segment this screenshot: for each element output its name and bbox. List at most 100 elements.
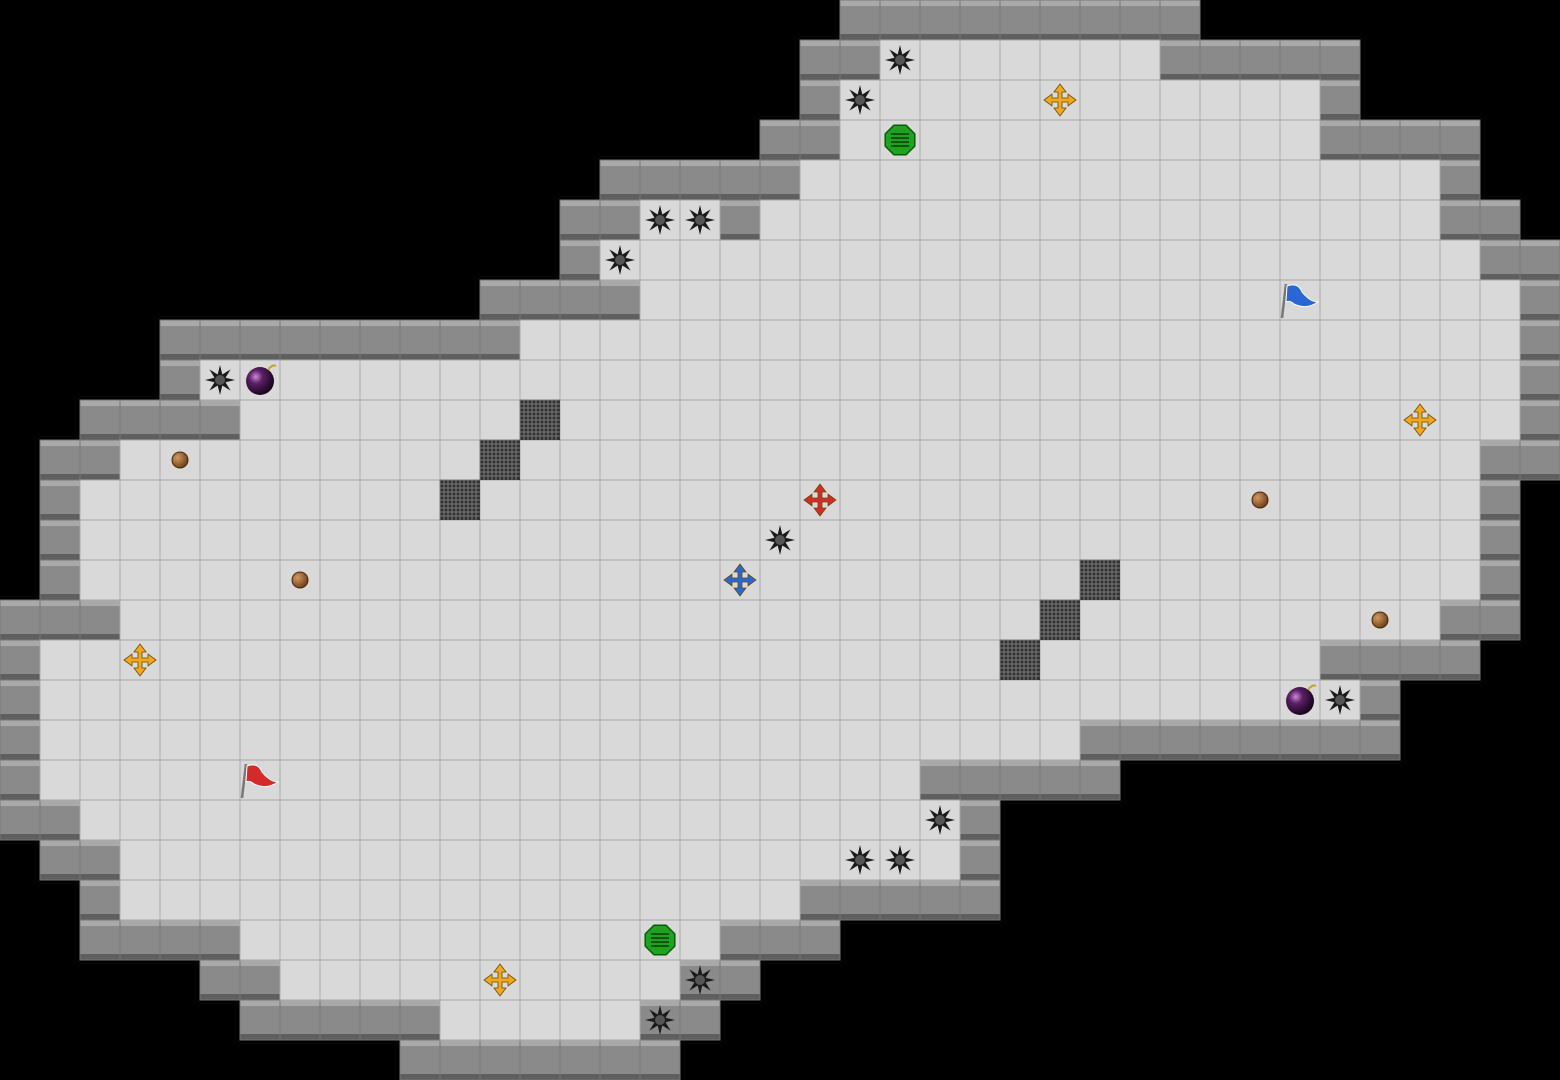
wall-tile [919,0,961,41]
floor-tile [879,439,921,481]
floor-tile [239,599,281,641]
floor-tile [359,839,401,881]
floor-tile [759,759,801,801]
floor-tile [479,679,521,721]
mine-icon [685,965,715,995]
floor-tile [199,519,241,561]
floor-tile [1439,439,1481,481]
wall-tile [0,639,41,681]
floor-tile [919,719,961,761]
floor-tile [119,799,161,841]
floor-tile [759,359,801,401]
floor-tile [1039,319,1081,361]
wall-tile [1319,119,1361,161]
wall-tile [679,999,721,1041]
blue-flag-icon [1280,283,1320,319]
wall-tile [719,919,761,961]
floor-tile [1279,159,1321,201]
floor-tile [1199,79,1241,121]
floor-tile [1439,559,1481,601]
blue-boost-icon [723,563,757,597]
floor-tile [1399,359,1441,401]
floor-tile [159,759,201,801]
wall-tile [439,319,481,361]
floor-tile [599,479,641,521]
wall-tile [1239,39,1281,81]
floor-tile [719,759,761,801]
floor-tile [919,399,961,441]
floor-tile [719,479,761,521]
floor-tile [1039,719,1081,761]
floor-tile [1119,519,1161,561]
mine-icon [605,245,635,275]
floor-tile [279,639,321,681]
floor-tile [1079,679,1121,721]
wall-tile [399,319,441,361]
floor-tile [1359,279,1401,321]
floor-tile [1439,519,1481,561]
floor-tile [799,519,841,561]
floor-tile [1439,399,1481,441]
floor-tile [159,479,201,521]
floor-tile [1119,439,1161,481]
floor-tile [599,399,641,441]
floor-tile [919,639,961,681]
wall-tile [799,79,841,121]
floor-tile [359,479,401,521]
pellet-icon [1251,491,1269,509]
wall-tile [799,39,841,81]
wall-tile [559,279,601,321]
floor-tile [1199,319,1241,361]
floor-tile [639,599,681,641]
floor-tile [439,959,481,1001]
floor-tile [479,999,521,1041]
floor-tile [1359,159,1401,201]
floor-tile [1239,359,1281,401]
floor-tile [879,159,921,201]
floor-tile [1039,679,1081,721]
floor-tile [319,959,361,1001]
wall-tile [599,199,641,241]
floor-tile [839,639,881,681]
floor-tile [279,519,321,561]
floor-tile [1359,559,1401,601]
floor-tile [959,359,1001,401]
red-boost-icon [803,483,837,517]
floor-tile [319,519,361,561]
floor-tile [1119,239,1161,281]
floor-tile [1319,479,1361,521]
floor-tile [1279,319,1321,361]
floor-tile [999,279,1041,321]
wall-tile [1359,119,1401,161]
floor-tile [1159,519,1201,561]
floor-tile [1399,519,1441,561]
floor-tile [879,479,921,521]
floor-tile [919,239,961,281]
floor-tile [1159,479,1201,521]
floor-tile [559,839,601,881]
wall-tile [759,159,801,201]
floor-tile [1359,239,1401,281]
floor-tile [1079,159,1121,201]
floor-tile [759,839,801,881]
floor-tile [1039,239,1081,281]
floor-tile [1439,359,1481,401]
floor-tile [559,599,601,641]
floor-tile [919,279,961,321]
floor-tile [1079,399,1121,441]
floor-tile [559,319,601,361]
floor-tile [639,639,681,681]
floor-tile [919,679,961,721]
floor-tile [519,559,561,601]
floor-tile [639,679,681,721]
floor-tile [199,599,241,641]
floor-tile [1039,639,1081,681]
floor-tile [359,439,401,481]
floor-tile [719,359,761,401]
floor-tile [719,279,761,321]
floor-tile [959,79,1001,121]
floor-tile [479,559,521,601]
floor-tile [359,599,401,641]
wall-tile [0,719,41,761]
